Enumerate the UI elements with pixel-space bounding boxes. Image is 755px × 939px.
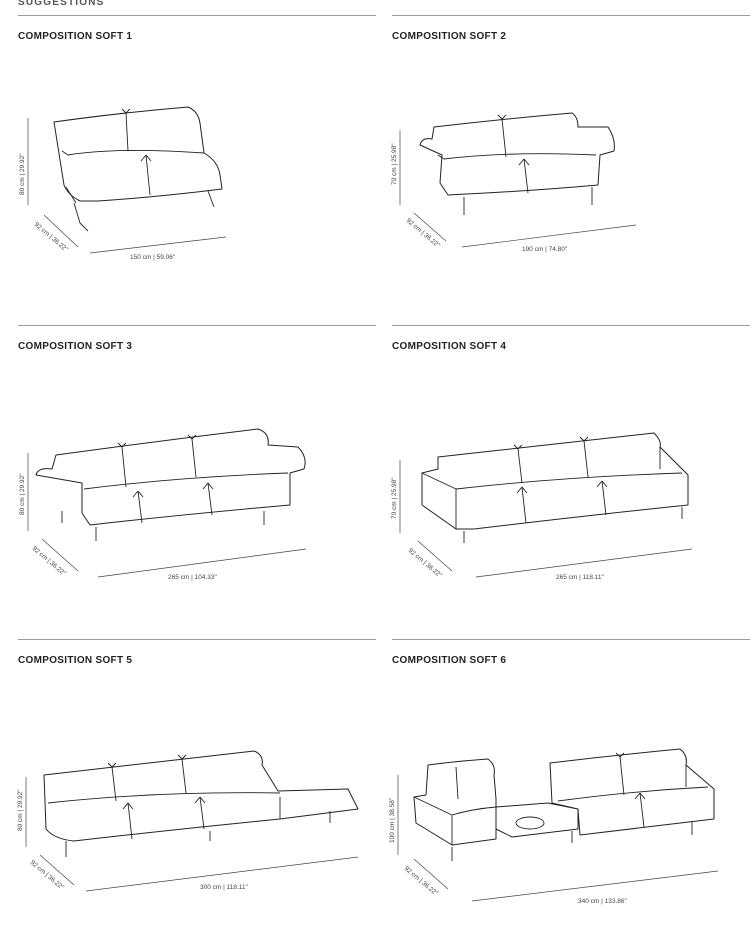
depth-label: 92 cm | 36.22" xyxy=(29,859,66,892)
composition-6: COMPOSITION SOFT 6 100 cm | 38.58" 92 cm… xyxy=(389,639,750,939)
section-divider xyxy=(392,639,750,640)
sofa-drawing: 80 cm | 29.92" 92 cm | 36.22" 265 cm | 1… xyxy=(19,428,307,581)
width-label: 150 cm | 59.06" xyxy=(130,254,176,261)
height-label: 100 cm | 38.58" xyxy=(389,797,396,843)
composition-4: COMPOSITION SOFT 4 70 cm | 25.98" 92 cm … xyxy=(391,325,750,625)
section-divider xyxy=(392,325,750,326)
width-label: 265 cm | 104.33" xyxy=(168,574,217,581)
sofa-drawing: 70 cm | 25.98" 92 cm | 36.22" 190 cm | 7… xyxy=(391,112,637,253)
section-divider xyxy=(18,639,376,640)
height-label: 70 cm | 25.98" xyxy=(391,143,398,185)
sofa-drawing: 80 cm | 29.92" 92 cm | 36.22" 150 cm | 5… xyxy=(19,106,227,261)
depth-label: 92 cm | 36.22" xyxy=(33,221,70,254)
width-label: 340 cm | 133.86" xyxy=(578,898,627,905)
height-label: 80 cm | 29.92" xyxy=(19,473,26,515)
section-divider xyxy=(392,15,750,16)
width-label: 190 cm | 74.80" xyxy=(522,246,568,253)
section-divider xyxy=(18,15,376,16)
sofa-drawing: 70 cm | 25.98" 92 cm | 36.22" 265 cm | 1… xyxy=(391,432,693,581)
section-divider xyxy=(18,325,376,326)
composition-title: COMPOSITION SOFT 1 xyxy=(18,31,133,42)
depth-label: 92 cm | 36.22" xyxy=(407,547,444,580)
height-label: 80 cm | 29.92" xyxy=(17,789,24,831)
composition-title: COMPOSITION SOFT 3 xyxy=(18,341,133,352)
height-label: 80 cm | 29.92" xyxy=(19,153,26,195)
depth-label: 92 cm | 36.22" xyxy=(403,865,440,898)
sofa-drawing: 80 cm | 29.92" 92 cm | 36.22" 300 cm | 1… xyxy=(17,750,359,892)
sofa-drawing: 100 cm | 38.58" 92 cm | 36.22" 340 cm | … xyxy=(389,748,719,905)
width-label: 300 cm | 118.11" xyxy=(200,884,249,891)
composition-title: COMPOSITION SOFT 2 xyxy=(392,31,507,42)
composition-2: COMPOSITION SOFT 2 70 cm | 25.98" 92 cm … xyxy=(391,15,750,315)
depth-label: 92 cm | 36.22" xyxy=(31,545,68,578)
composition-5: COMPOSITION SOFT 5 80 cm | 29.92" 92 cm … xyxy=(17,639,376,939)
depth-label: 92 cm | 36.22" xyxy=(405,217,442,250)
composition-title: COMPOSITION SOFT 4 xyxy=(392,341,507,352)
height-label: 70 cm | 25.98" xyxy=(391,477,398,519)
page-header: SUGGESTIONS xyxy=(18,0,105,8)
composition-title: COMPOSITION SOFT 5 xyxy=(18,655,133,666)
composition-1: COMPOSITION SOFT 1 80 cm | 29.92" 92 cm … xyxy=(18,15,376,315)
width-label: 265 cm | 118.11" xyxy=(556,574,605,581)
composition-title: COMPOSITION SOFT 6 xyxy=(392,655,507,666)
composition-3: COMPOSITION SOFT 3 80 cm | 29.92" 92 cm … xyxy=(18,325,376,625)
